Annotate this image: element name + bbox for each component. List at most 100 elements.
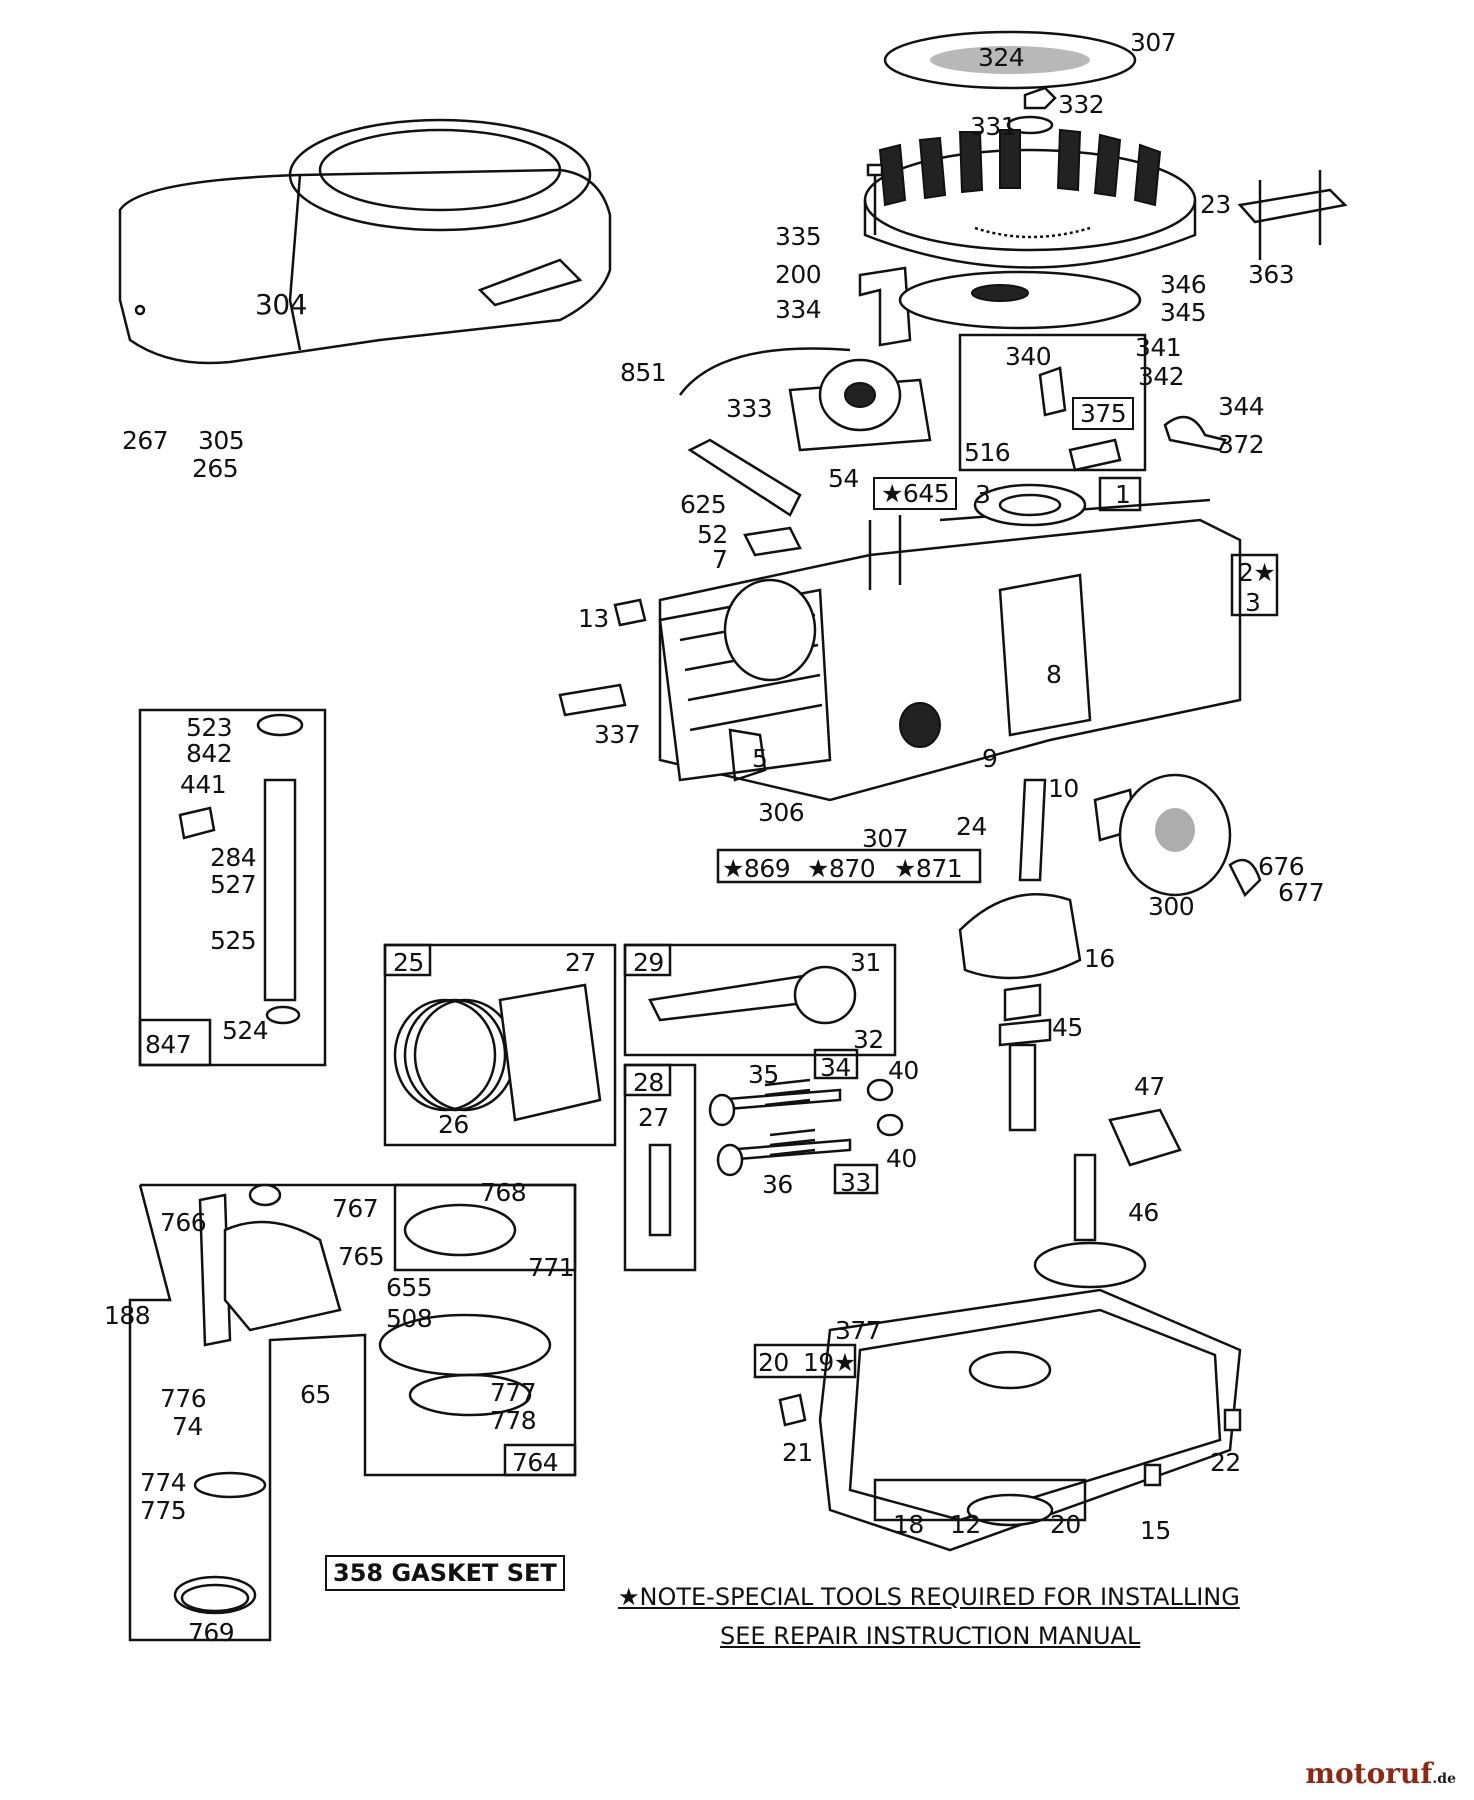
breather-tube-625 — [687, 438, 802, 557]
callout-340: 340 — [1005, 342, 1052, 371]
callout-47: 47 — [1134, 1072, 1165, 1101]
callout-869: ★869 — [722, 854, 791, 883]
callout-40-b: 40 — [886, 1144, 917, 1173]
valves — [708, 1048, 904, 1195]
callout-307: 307 — [1130, 28, 1177, 57]
repair-manual-note: SEE REPAIR INSTRUCTION MANUAL — [720, 1622, 1141, 1650]
callout-778: 778 — [490, 1406, 537, 1435]
callout-46: 46 — [1128, 1198, 1159, 1227]
callout-677: 677 — [1278, 878, 1325, 907]
callout-766: 766 — [160, 1208, 207, 1237]
callout-188: 188 — [104, 1301, 151, 1330]
callout-29: 29 — [633, 948, 664, 977]
callout-524: 524 — [222, 1016, 269, 1045]
callout-32: 32 — [853, 1025, 884, 1054]
cylinder-block — [658, 483, 1242, 802]
callout-35: 35 — [748, 1060, 779, 1089]
callout-655: 655 — [386, 1273, 433, 1302]
callout-27-b: 27 — [638, 1103, 669, 1132]
gasket-set-label: 358 GASKET SET — [325, 1555, 565, 1591]
starter-kit-764 — [128, 1183, 577, 1642]
callout-331: 331 — [970, 112, 1017, 141]
callout-5: 5 — [752, 744, 768, 773]
callout-851: 851 — [620, 358, 667, 387]
callout-20: 20 — [758, 1348, 789, 1377]
callout-363: 363 — [1248, 260, 1295, 289]
callout-774: 774 — [140, 1468, 187, 1497]
callout-375: 375 — [1072, 397, 1135, 430]
callout-344: 344 — [1218, 392, 1265, 421]
callout-305: 305 — [198, 426, 245, 455]
callout-341: 341 — [1135, 333, 1182, 362]
callout-36: 36 — [762, 1170, 793, 1199]
crankshaft-16 — [958, 778, 1082, 1132]
callout-8: 8 — [1046, 660, 1062, 689]
cam-gear-46 — [1033, 1108, 1182, 1289]
callout-625: 625 — [680, 490, 727, 519]
spark-plug-337 — [558, 683, 627, 717]
callout-267: 267 — [122, 426, 169, 455]
callout-842: 842 — [186, 739, 233, 768]
watermark: motoruf.de — [1305, 1757, 1456, 1790]
callout-345: 345 — [1160, 298, 1207, 327]
callout-776: 776 — [160, 1384, 207, 1413]
blower-housing-304 — [118, 118, 612, 365]
box-1 — [1098, 476, 1142, 512]
callout-332: 332 — [1058, 90, 1105, 119]
callout-2: 2★ — [1238, 558, 1276, 587]
callout-333: 333 — [726, 394, 773, 423]
callout-441: 441 — [180, 770, 227, 799]
callout-20-b: 20 — [1050, 1510, 1081, 1539]
callout-768: 768 — [480, 1178, 527, 1207]
watermark-suffix: .de — [1432, 1771, 1456, 1787]
callout-26: 26 — [438, 1110, 469, 1139]
callout-771: 771 — [528, 1253, 575, 1282]
callout-306: 306 — [758, 798, 805, 827]
callout-324: 324 — [978, 43, 1025, 72]
callout-74: 74 — [172, 1412, 203, 1441]
callout-284: 284 — [210, 843, 257, 872]
callout-764: 764 — [512, 1448, 559, 1477]
callout-337: 337 — [594, 720, 641, 749]
kit-29-box — [623, 943, 897, 1057]
callout-676: 676 — [1258, 852, 1305, 881]
callout-372: 372 — [1218, 430, 1265, 459]
callout-645: ★645 — [873, 477, 958, 510]
callout-16: 16 — [1084, 944, 1115, 973]
callout-33: 33 — [840, 1168, 871, 1197]
callout-847: 847 — [145, 1030, 192, 1059]
callout-307-b: 307 — [862, 824, 909, 853]
callout-334: 334 — [775, 295, 822, 324]
callout-516: 516 — [964, 438, 1011, 467]
clip-372 — [1163, 415, 1227, 452]
callout-870: ★870 — [807, 854, 876, 883]
callout-23: 23 — [1200, 190, 1231, 219]
callout-527: 527 — [210, 870, 257, 899]
callout-300: 300 — [1148, 892, 1195, 921]
callout-265: 265 — [192, 454, 239, 483]
callout-871: ★871 — [894, 854, 963, 883]
callout-10: 10 — [1048, 774, 1079, 803]
flywheel-assembly — [863, 30, 1197, 269]
callout-769: 769 — [188, 1618, 235, 1647]
bolt-13 — [613, 598, 647, 627]
callout-18: 18 — [893, 1510, 924, 1539]
kit-375-box — [958, 333, 1147, 472]
callout-19: 19★ — [803, 1348, 856, 1377]
callout-22: 22 — [1210, 1448, 1241, 1477]
crankcase-cover-18 — [778, 1288, 1242, 1552]
callout-525: 525 — [210, 926, 257, 955]
box-20-19 — [753, 1343, 857, 1379]
kit-847-box — [138, 708, 327, 1067]
callout-523: 523 — [186, 713, 233, 742]
callout-3-side: 3 — [1245, 588, 1261, 617]
callout-377: 377 — [835, 1316, 882, 1345]
callout-52: 52 — [697, 520, 728, 549]
plate-345 — [898, 270, 1142, 330]
callout-7: 7 — [712, 545, 728, 574]
callout-304: 304 — [255, 288, 307, 321]
callout-31: 31 — [850, 948, 881, 977]
box-2-3 — [1230, 553, 1279, 617]
